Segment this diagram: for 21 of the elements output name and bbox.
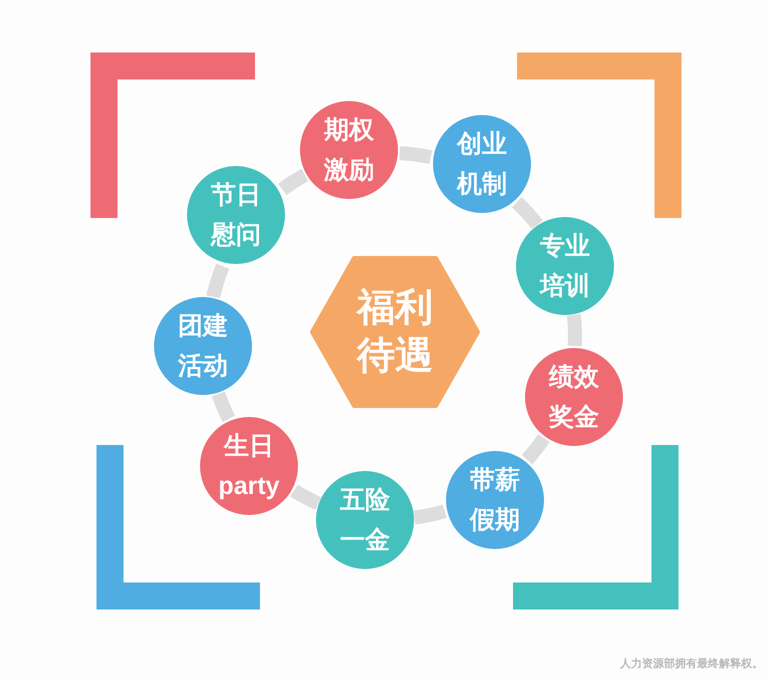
node-label: 绩效奖金 bbox=[548, 362, 600, 433]
node-label: 带薪假期 bbox=[468, 465, 521, 536]
hexagon bbox=[310, 256, 480, 408]
ring-segment bbox=[413, 504, 447, 525]
ring-segment bbox=[522, 434, 550, 464]
node-label: 专业培训 bbox=[538, 231, 591, 302]
node-label: 团建活动 bbox=[176, 311, 229, 382]
ring-segment bbox=[512, 197, 543, 230]
node-label: 五险一金 bbox=[339, 485, 391, 556]
node-label: 福利待遇 bbox=[355, 286, 434, 379]
node-label: 期权激励 bbox=[322, 115, 375, 186]
ring-segment bbox=[278, 168, 308, 196]
ring-segment bbox=[399, 146, 432, 164]
ring-segment bbox=[290, 484, 322, 510]
ring-segment bbox=[566, 314, 582, 346]
footnote: 人力资源部拥有最终解释权。 bbox=[620, 656, 763, 671]
node-label: 节日慰问 bbox=[209, 180, 262, 251]
ring-segment bbox=[212, 391, 236, 422]
node-label: 创业机制 bbox=[456, 129, 508, 200]
ring-segment bbox=[206, 264, 230, 298]
node-label: 生日party bbox=[218, 431, 280, 502]
